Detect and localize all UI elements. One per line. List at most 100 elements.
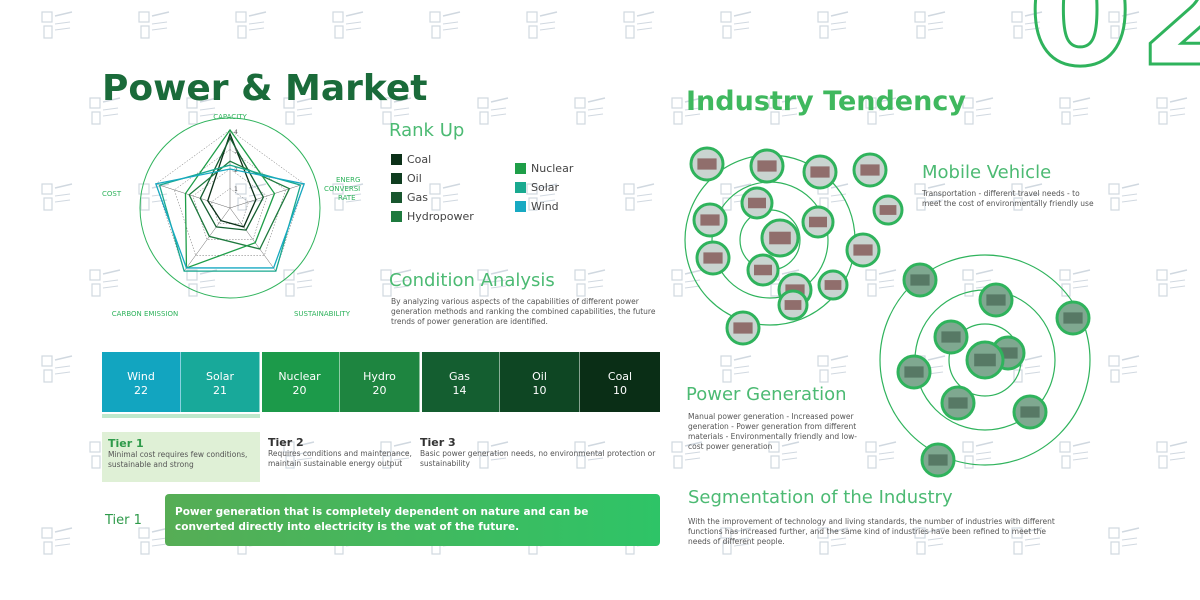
radar-axis-line-3 [183, 207, 231, 272]
tier1-underline [102, 414, 260, 418]
radar-polygon-5 [154, 168, 306, 269]
vehicle-image [703, 252, 723, 264]
watermark-icon [961, 438, 995, 472]
vehicle-image [697, 158, 717, 170]
tier-divider [420, 352, 422, 418]
legend-swatch [515, 182, 526, 193]
plant-image [998, 347, 1018, 359]
condition-analysis-text: By analyzing various aspects of the capa… [391, 297, 656, 327]
watermark-icon [428, 180, 462, 214]
radar-axis-line-1 [229, 183, 305, 209]
vehicle-image [757, 160, 777, 172]
radar-polygon-1 [199, 136, 265, 231]
tier1-box: Tier 1 Minimal cost requires few conditi… [102, 432, 260, 482]
watermark-icon [1155, 94, 1189, 128]
industry-title: Industry Tendency [686, 86, 966, 117]
legend-item-wind: Wind [515, 200, 573, 213]
radar-axis-label-sustainability: SUSTAINABILITY [294, 310, 351, 318]
vehicle-image [733, 322, 753, 334]
tier2-block: Tier 2 Requires conditions and maintenan… [268, 436, 416, 469]
tier-divider [260, 352, 262, 418]
watermark-icon [767, 94, 801, 128]
tier1-head: Tier 1 [108, 437, 144, 450]
watermark-icon [573, 438, 607, 472]
watermark-icon [40, 524, 74, 558]
watermark-icon [864, 266, 898, 300]
legend-item-oil: Oil [391, 172, 474, 185]
tier1-text: Minimal cost requires few conditions, su… [108, 450, 248, 470]
vehicle-image [784, 300, 802, 310]
watermark-icon [622, 180, 656, 214]
vehicle-image [860, 164, 880, 176]
radar-axis-label-cost: COST [102, 190, 122, 198]
tier2-text: Requires conditions and maintenance, mai… [268, 449, 412, 469]
watermark-icon [816, 352, 850, 386]
radar-polygon-2 [188, 160, 291, 250]
watermark-icon [1010, 180, 1044, 214]
radar-axis-line-4 [155, 183, 231, 209]
segmentation-text: With the improvement of technology and l… [688, 517, 1055, 547]
plant-image [928, 454, 948, 466]
radar-axis-line-2 [229, 207, 277, 272]
condition-analysis-title: Condition Analysis [389, 270, 555, 291]
radar-axis-label-capacity: CAPACITY [213, 113, 247, 121]
plant-image [974, 353, 996, 367]
vehicle-image [853, 244, 873, 256]
legend-item-hydropower: Hydropower [391, 210, 474, 223]
watermark-icon [1107, 8, 1141, 42]
watermark-icon [331, 180, 365, 214]
legend-swatch [391, 192, 402, 203]
mobile-vehicle-title: Mobile Vehicle [922, 162, 1052, 183]
tier2-head: Tier 2 [268, 436, 304, 449]
watermark-icon [525, 180, 559, 214]
watermark-icon [137, 8, 171, 42]
watermark-icon [88, 94, 122, 128]
tier3-text: Basic power generation needs, no environ… [420, 449, 656, 469]
watermark-icon [1010, 524, 1044, 558]
watermark-icon [913, 8, 947, 42]
watermark-icon [864, 94, 898, 128]
watermark-icon [913, 524, 947, 558]
watermark-icon [1155, 266, 1189, 300]
banner-label: Tier 1 [105, 513, 142, 528]
radar-polygon-3 [184, 128, 276, 269]
power-generation-text: Manual power generation - Increased powe… [688, 412, 858, 452]
watermark-icon [476, 438, 510, 472]
tier1-banner: Power generation that is completely depe… [165, 494, 660, 546]
radar-polygon-4 [158, 164, 302, 272]
vehicle-image [754, 264, 772, 276]
watermark-icon [670, 266, 704, 300]
plant-image [948, 397, 968, 409]
watermark-icon [816, 8, 850, 42]
rank-up-title: Rank Up [389, 120, 465, 141]
legend-swatch [391, 173, 402, 184]
vehicle-image [769, 231, 791, 245]
watermark-icon [719, 524, 753, 558]
rank-legend-right: Nuclear Solar Wind [515, 162, 573, 219]
watermark-icon [379, 94, 413, 128]
watermark-icon [40, 180, 74, 214]
watermark-icon [331, 8, 365, 42]
legend-item-coal: Coal [391, 153, 474, 166]
vehicle-image [748, 197, 766, 209]
main-title: Power & Market [102, 68, 428, 109]
radar-outer-circle [139, 117, 321, 299]
tier3-block: Tier 3 Basic power generation needs, no … [420, 436, 660, 469]
section-number: 02 [1027, 0, 1200, 100]
watermark-icon [1010, 8, 1044, 42]
watermark-icon [40, 352, 74, 386]
watermark-icon [767, 438, 801, 472]
tier3-head: Tier 3 [420, 436, 456, 449]
watermark-icon [670, 438, 704, 472]
radar-grid-ring-2 [192, 168, 268, 240]
watermark-icon [913, 180, 947, 214]
watermark-icon [816, 524, 850, 558]
